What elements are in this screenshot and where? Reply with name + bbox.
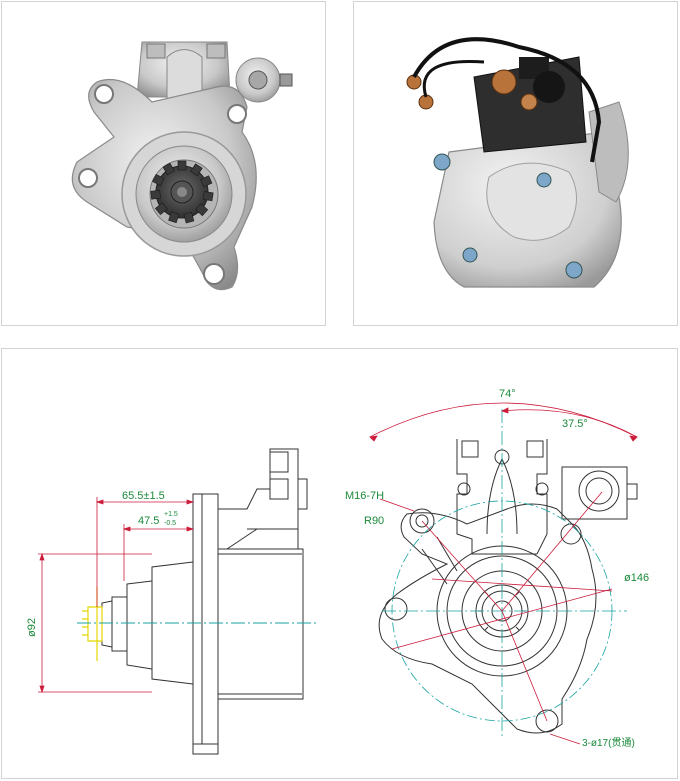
front-dimension-lines (369, 402, 638, 745)
dim-47-5-tol-lower: -0.5 (164, 520, 176, 527)
dim-47-5: 47.5 (138, 515, 159, 527)
dim-dia-92: ø92 (26, 618, 38, 637)
dim-angle-74: 74° (499, 388, 516, 400)
dim-radius-r90: R90 (364, 515, 384, 527)
pinion-gear-icon (150, 160, 214, 224)
front-view (378, 439, 638, 734)
dim-dia-146: ø146 (624, 572, 649, 584)
side-view (101, 448, 308, 755)
side-dimension-lines (38, 497, 195, 694)
dim-65-5: 65.5±1.5 (122, 490, 165, 502)
photo-panel-front (1, 1, 326, 326)
starter-motor-front-photo (71, 41, 293, 291)
photo-panel-rear (353, 1, 678, 326)
bolt-icon (433, 153, 583, 279)
technical-drawing: 65.5±1.5 47.5 +1.5 -0.5 ø92 (26, 388, 649, 755)
dim-holes-3x17: 3-ø17(贯通) (582, 737, 635, 749)
starter-motor-rear-photo (406, 37, 629, 288)
dim-thread-m16: M16-7H (345, 490, 384, 502)
technical-drawing-panel: 65.5±1.5 47.5 +1.5 -0.5 ø92 (1, 348, 678, 779)
dim-47-5-tol-upper: +1.5 (164, 511, 178, 518)
dim-angle-37-5: 37.5° (562, 418, 588, 430)
pinion-highlight (82, 587, 103, 661)
